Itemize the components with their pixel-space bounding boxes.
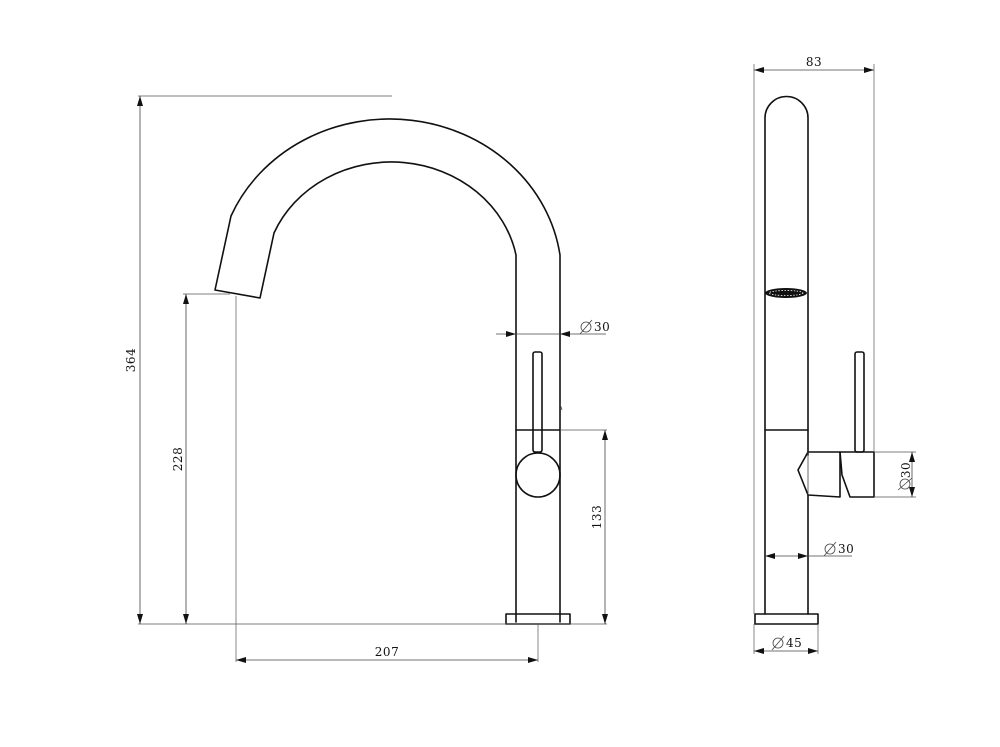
dimension-body-diameter-label: 30 [838,542,854,556]
dimension-lever-diameter-label: 30 [899,462,913,478]
dimension-base-diameter-label: 45 [786,636,802,650]
dimension-base-diameter: 45 [753,624,819,654]
spout-outline [214,118,561,623]
dimension-lever-diameter: 30 [874,451,916,498]
side-lever-handle [854,351,865,453]
diameter-symbol-icon [823,541,837,557]
dimension-lever-height-label: 133 [590,505,604,529]
diameter-symbol-icon [771,635,785,651]
dimension-overall-depth: 83 [753,55,875,614]
front-view: 364 228 133 207 [124,95,610,663]
dimension-overall-height: 364 [124,95,392,624]
aerator-icon [765,288,807,298]
side-base-plate [754,613,819,625]
lever-knob [515,452,561,498]
dimension-spout-diameter: 30 [496,319,610,337]
dimension-lever-height: 133 [560,429,608,624]
dimension-spout-height-label: 228 [171,447,185,471]
dimension-spout-height: 228 [171,293,230,624]
dimension-overall-height-label: 364 [124,348,138,372]
dimension-spout-diameter-label: 30 [594,320,610,334]
lever-cap [839,451,875,498]
side-body-outline [764,95,809,615]
diameter-symbol-icon [579,319,593,335]
dimension-spout-reach-label: 207 [375,645,399,659]
lever-pin [559,403,563,411]
lever-handle [532,351,543,453]
diameter-symbol-icon [897,477,913,491]
dimension-spout-reach: 207 [235,296,539,663]
dimension-body-diameter: 30 [765,541,854,559]
dimension-overall-depth-label: 83 [806,55,822,69]
side-view: 83 30 30 [753,55,916,654]
lever-housing [797,451,841,498]
